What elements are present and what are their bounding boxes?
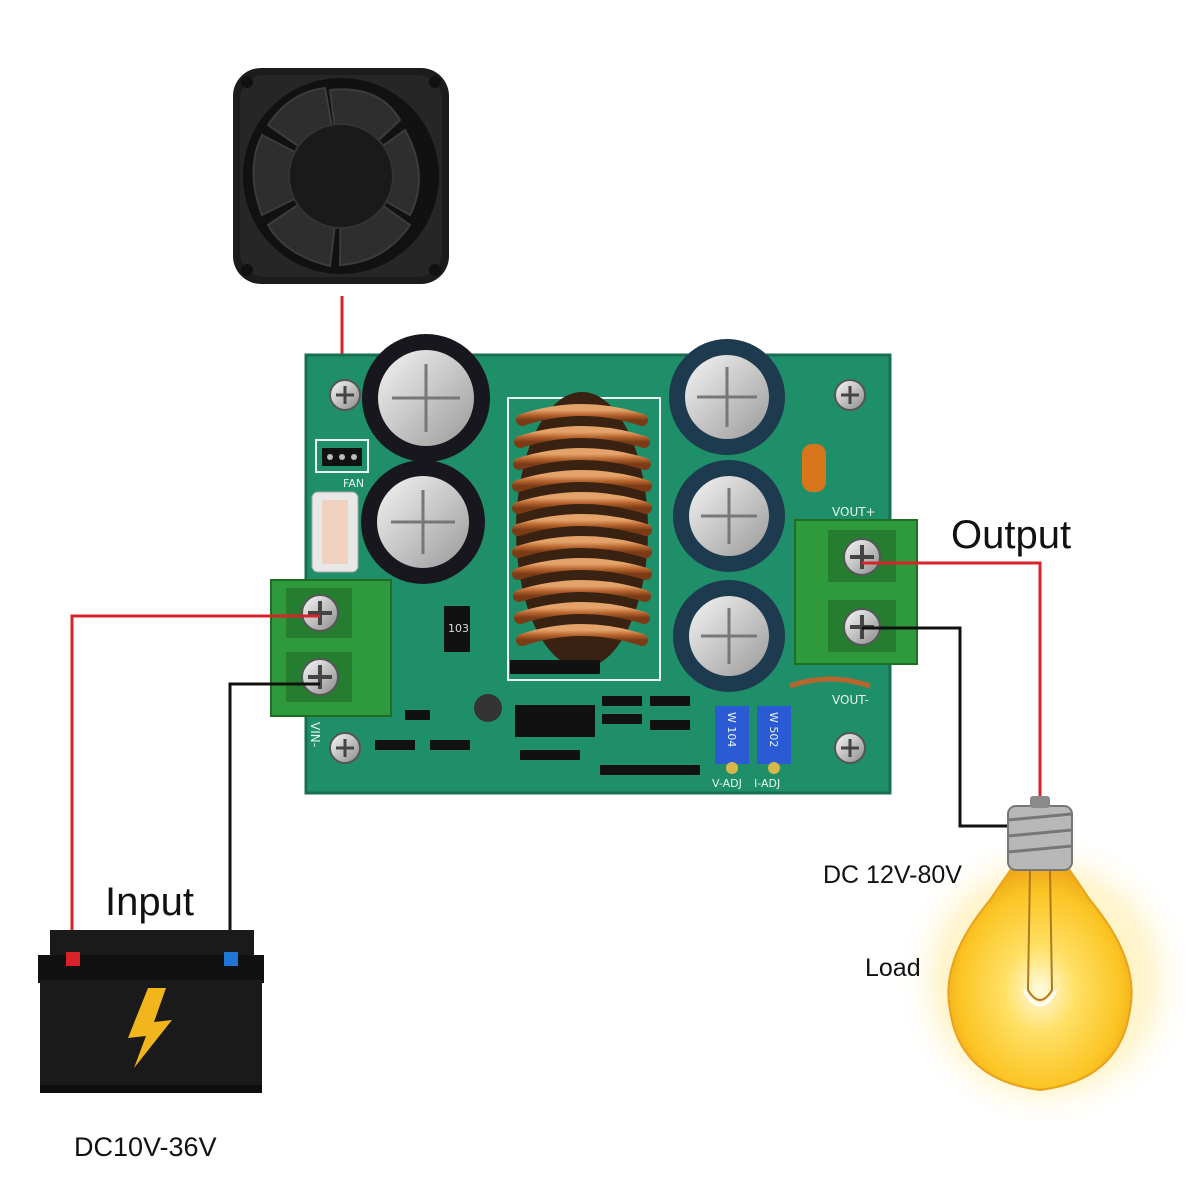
fan-header [315, 439, 369, 473]
load-label: Load [865, 954, 921, 982]
output-voltage-label: DC 12V-80V [823, 861, 962, 889]
capacitor-icon [673, 580, 785, 692]
battery-icon [38, 930, 264, 1093]
output-negative-wire [862, 626, 1012, 828]
fan-header-label: FAN [343, 477, 365, 490]
film-capacitor [802, 444, 826, 492]
bulb-base [1007, 796, 1073, 871]
fuse [311, 491, 359, 573]
mounting-screw [834, 732, 866, 764]
output-label: Output [951, 513, 1072, 557]
shunt-loop [789, 676, 871, 689]
input-terminal-block [270, 579, 392, 717]
mounting-screw [329, 732, 361, 764]
mounting-screw [329, 379, 361, 411]
v-adj-label: V-ADJ [712, 777, 742, 790]
capacitor-icon [673, 460, 785, 572]
resistor [444, 606, 470, 652]
vout-plus-label: VOUT+ [832, 505, 876, 519]
potentiometer-i [757, 706, 791, 774]
resistor-label: 103 [448, 622, 469, 635]
pot-i-label: W 502 [767, 712, 780, 748]
cooling-fan-icon [233, 68, 449, 284]
input-label: Input [105, 880, 194, 924]
pcb-board [270, 334, 918, 795]
output-positive-wire [862, 561, 1042, 800]
input-voltage-label: DC10V-36V [74, 1132, 217, 1162]
vout-minus-label: VOUT- [832, 693, 869, 707]
vin-minus-label: VIN- [308, 722, 322, 748]
input-positive-wire [70, 614, 320, 955]
mounting-screw [834, 379, 866, 411]
capacitor-icon [362, 334, 490, 462]
potentiometer-v [715, 706, 749, 774]
capacitor-icon [361, 460, 485, 584]
smd-components [375, 660, 700, 775]
light-bulb-icon [895, 796, 1195, 1130]
output-terminal-block [794, 519, 918, 665]
toroid-inductor-icon [507, 392, 661, 681]
i-adj-label: I-ADJ [754, 777, 781, 790]
ic-chip [515, 705, 595, 737]
input-negative-wire [228, 682, 320, 955]
lightning-bolt-icon [128, 988, 172, 1068]
capacitor-icon [669, 339, 785, 455]
pot-v-label: W 104 [725, 712, 738, 748]
